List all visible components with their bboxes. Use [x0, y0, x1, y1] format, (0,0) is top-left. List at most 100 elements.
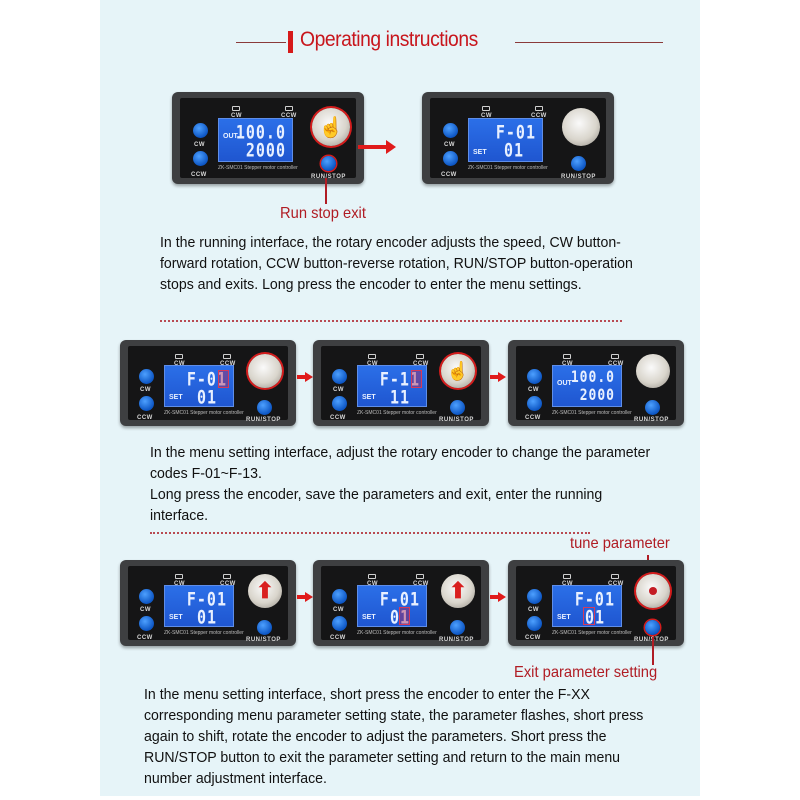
runstop-button[interactable]: [645, 620, 660, 635]
led-ccw-label: CCW: [608, 361, 624, 367]
lcd-display: SET F-01 01: [468, 118, 543, 162]
cw-led-icon: [232, 106, 240, 111]
lcd-line1: F-01: [379, 587, 420, 611]
lcd-tag: SET: [169, 394, 183, 401]
arrow-right-icon: [297, 592, 315, 602]
ccw-button[interactable]: [332, 616, 347, 631]
title-accent-bar: [288, 31, 293, 53]
cw-button[interactable]: [332, 369, 347, 384]
cw-button[interactable]: [193, 123, 208, 138]
led-cw-label: CW: [562, 581, 573, 587]
digit-highlight: [399, 607, 410, 625]
lcd-line1: F-11: [379, 367, 420, 391]
runstop-label: RUN/STOP: [246, 637, 281, 643]
ccw-led-icon: [223, 574, 231, 579]
lcd-display: OUT 100.0 2000: [552, 365, 622, 407]
rotary-encoder-knob[interactable]: [562, 108, 600, 146]
model-label: ZK-SMC01 Stepper motor controller: [468, 165, 548, 171]
cw-button[interactable]: [332, 589, 347, 604]
lcd-tag: SET: [169, 614, 183, 621]
cw-led-icon: [175, 354, 183, 359]
hand-press-icon: ☝: [446, 360, 470, 381]
section-2-line-2: Long press the encoder, save the paramet…: [150, 486, 603, 524]
ccw-button[interactable]: [139, 616, 154, 631]
runstop-button[interactable]: [571, 156, 586, 171]
lcd-tag: SET: [362, 394, 376, 401]
title-divider-right: [515, 42, 663, 43]
lcd-line2: 2000: [579, 386, 615, 405]
model-label: ZK-SMC01 Stepper motor controller: [218, 165, 298, 171]
cw-button[interactable]: [527, 589, 542, 604]
model-label: ZK-SMC01 Stepper motor controller: [552, 410, 632, 416]
digit-highlight: [411, 370, 422, 388]
lcd-tag: SET: [473, 149, 487, 156]
cw-button-label: CW: [194, 142, 205, 148]
callout-line: [652, 637, 654, 665]
cw-led-icon: [175, 574, 183, 579]
ccw-button[interactable]: [443, 151, 458, 166]
rotary-encoder-knob[interactable]: ☝: [312, 108, 350, 146]
digit-highlight: [218, 370, 229, 388]
cw-button-label: CW: [528, 607, 539, 613]
header: Operating instructions: [100, 28, 700, 58]
cw-button-label: CW: [444, 142, 455, 148]
lcd-tag: OUT: [223, 133, 238, 140]
lcd-line1: F-01: [186, 587, 227, 611]
ccw-button-label: CCW: [330, 635, 346, 641]
model-label: ZK-SMC01 Stepper motor controller: [164, 630, 244, 636]
ccw-button-label: CCW: [191, 172, 207, 178]
cw-button-label: CW: [140, 387, 151, 393]
digit-highlight: [583, 607, 595, 625]
ccw-button[interactable]: [527, 616, 542, 631]
runstop-button[interactable]: [450, 400, 465, 415]
rotary-encoder-knob[interactable]: ⬆: [441, 574, 475, 608]
cw-button[interactable]: [527, 369, 542, 384]
led-cw-label: CW: [562, 361, 573, 367]
controller-device-1: CW CCW CW CCW OUT 100.0 2000 ☝ RUN/STOP …: [172, 92, 364, 184]
runstop-button[interactable]: [645, 400, 660, 415]
lcd-line1: F-01: [574, 587, 615, 611]
ccw-led-icon: [285, 106, 293, 111]
runstop-label: RUN/STOP: [246, 417, 281, 423]
cw-led-icon: [563, 574, 571, 579]
model-label: ZK-SMC01 Stepper motor controller: [357, 410, 437, 416]
ccw-button[interactable]: [193, 151, 208, 166]
lcd-line2: 01: [503, 138, 524, 162]
led-ccw-label: CCW: [608, 581, 624, 587]
controller-device-5: CW CCW CW CCW OUT 100.0 2000 RUN/STOP ZK…: [508, 340, 684, 426]
ccw-button[interactable]: [332, 396, 347, 411]
cw-led-icon: [368, 354, 376, 359]
model-label: ZK-SMC01 Stepper motor controller: [552, 630, 632, 636]
runstop-button[interactable]: [257, 400, 272, 415]
rotary-encoder-knob[interactable]: ☝: [441, 354, 475, 388]
ccw-button[interactable]: [527, 396, 542, 411]
section-2-description: In the menu setting interface, adjust th…: [150, 442, 652, 526]
ccw-button[interactable]: [139, 396, 154, 411]
ccw-led-icon: [535, 106, 543, 111]
rotary-encoder-knob[interactable]: ⬆: [248, 574, 282, 608]
up-arrow-icon: ⬆: [255, 578, 275, 603]
rotary-encoder-knob[interactable]: [248, 354, 282, 388]
rotary-encoder-knob[interactable]: [636, 354, 670, 388]
runstop-button[interactable]: [257, 620, 272, 635]
arrow-right-icon: [490, 372, 508, 382]
arrow-right-icon: [297, 372, 315, 382]
ccw-led-icon: [611, 354, 619, 359]
controller-device-8: CW CCW CW CCW SET F-01 01 RUN/STOP ZK-SM…: [508, 560, 684, 646]
lcd-line1: F-01: [495, 120, 536, 144]
ccw-led-icon: [416, 354, 424, 359]
cw-button[interactable]: [139, 369, 154, 384]
lcd-tag: SET: [362, 614, 376, 621]
led-cw-label: CW: [174, 361, 185, 367]
rotary-encoder-knob[interactable]: [636, 574, 670, 608]
lcd-line2: 01: [584, 605, 605, 629]
model-label: ZK-SMC01 Stepper motor controller: [357, 630, 437, 636]
controller-device-3: CW CCW CW CCW SET F-01 01 RUN/STOP ZK-SM…: [120, 340, 296, 426]
cw-led-icon: [563, 354, 571, 359]
runstop-button[interactable]: [450, 620, 465, 635]
cw-button[interactable]: [139, 589, 154, 604]
cw-button[interactable]: [443, 123, 458, 138]
arrow-right-icon: [490, 592, 508, 602]
runstop-button[interactable]: [321, 156, 336, 171]
lcd-line2: 11: [389, 385, 410, 409]
